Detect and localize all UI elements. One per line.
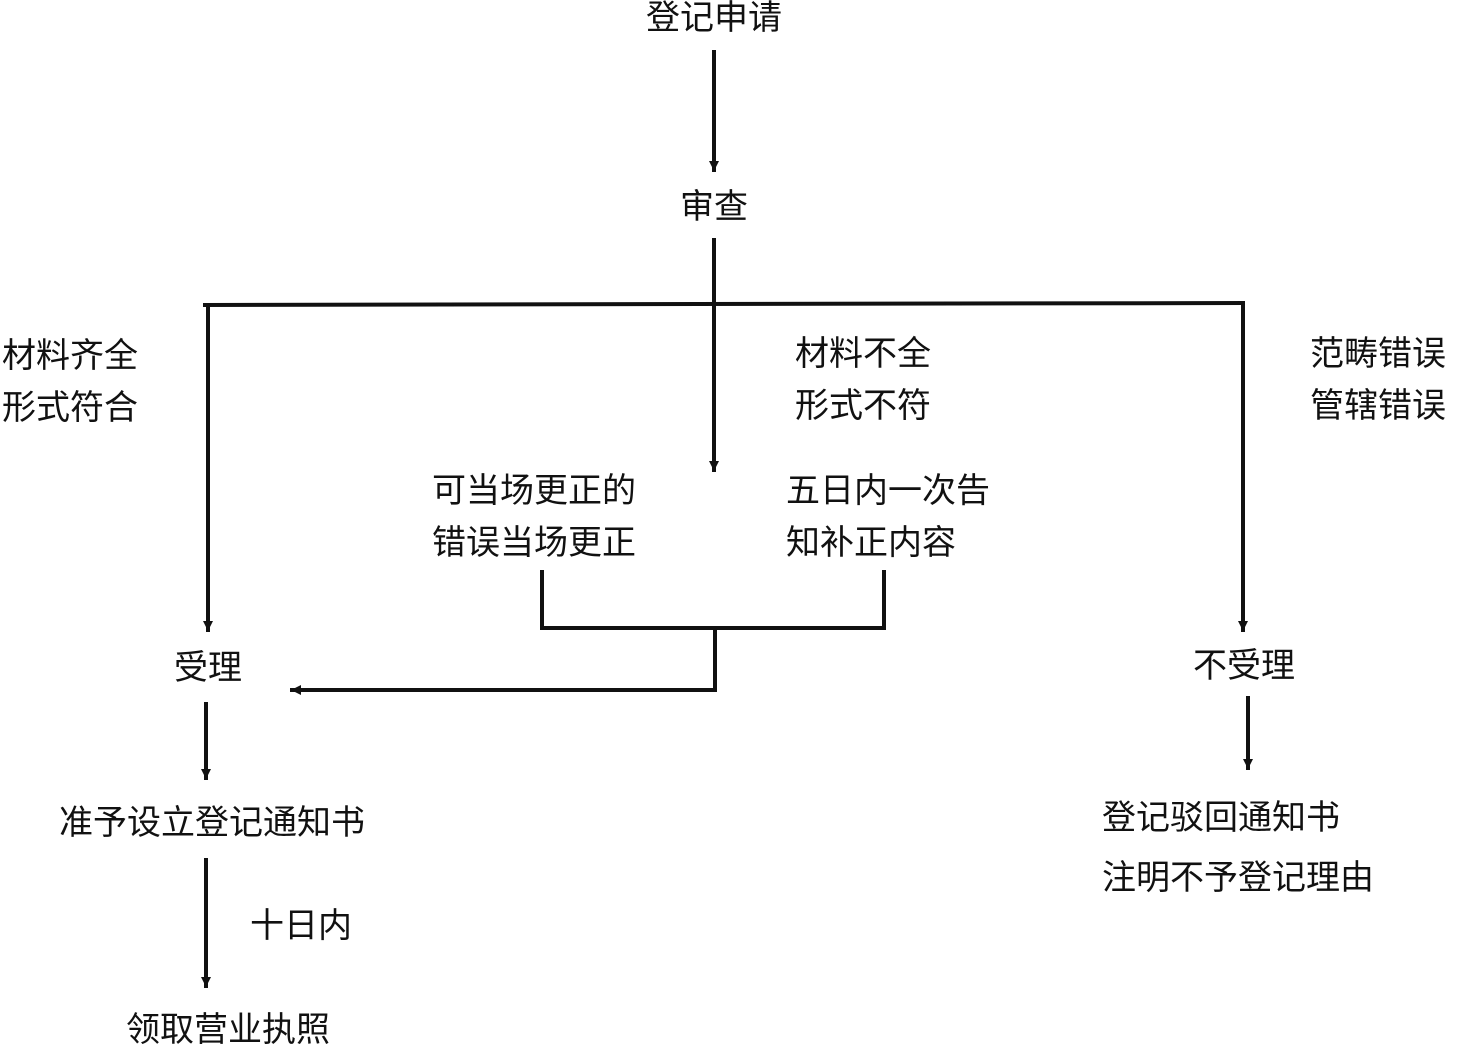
node-fix-on-site-line-1: 可当场更正的 bbox=[432, 471, 636, 511]
node-review: 审查 bbox=[680, 187, 748, 227]
node-inform-in-5-days: 五日内一次告 知补正内容 bbox=[786, 465, 990, 569]
label-materials-complete-line-2: 形式符合 bbox=[2, 388, 138, 428]
label-materials-incomplete: 材料不全 形式不符 bbox=[795, 328, 931, 432]
node-fix-on-site-line-2: 错误当场更正 bbox=[432, 523, 636, 563]
label-materials-complete-line-1: 材料齐全 bbox=[2, 336, 138, 376]
edge-merge-bracket bbox=[540, 570, 886, 630]
label-scope-jurisdiction-error: 范畴错误 管辖错误 bbox=[1310, 328, 1446, 432]
node-fix-on-site: 可当场更正的 错误当场更正 bbox=[432, 465, 636, 569]
node-apply: 登记申请 bbox=[646, 0, 782, 38]
node-rejection-notice: 登记驳回通知书 注明不予登记理由 bbox=[1102, 788, 1374, 908]
label-materials-incomplete-line-2: 形式不符 bbox=[795, 386, 931, 426]
label-within-10-days: 十日内 bbox=[250, 906, 352, 946]
label-materials-incomplete-line-1: 材料不全 bbox=[795, 334, 931, 374]
node-inform-in-5-days-line-1: 五日内一次告 bbox=[786, 471, 990, 511]
label-materials-complete: 材料齐全 形式符合 bbox=[2, 330, 138, 434]
edge-branch-bar bbox=[202, 300, 1246, 308]
node-rejection-notice-line-2: 注明不予登记理由 bbox=[1102, 858, 1374, 898]
label-scope-error: 范畴错误 bbox=[1310, 334, 1446, 374]
node-reject: 不受理 bbox=[1193, 646, 1295, 686]
label-jurisdiction-error: 管辖错误 bbox=[1310, 386, 1446, 426]
node-rejection-notice-line-1: 登记驳回通知书 bbox=[1102, 798, 1340, 838]
edge-merge-to-accept bbox=[290, 626, 717, 695]
node-accept: 受理 bbox=[174, 648, 242, 688]
node-approval-notice: 准予设立登记通知书 bbox=[59, 803, 365, 843]
node-inform-in-5-days-line-2: 知补正内容 bbox=[786, 523, 956, 563]
node-obtain-license: 领取营业执照 bbox=[126, 1010, 330, 1049]
